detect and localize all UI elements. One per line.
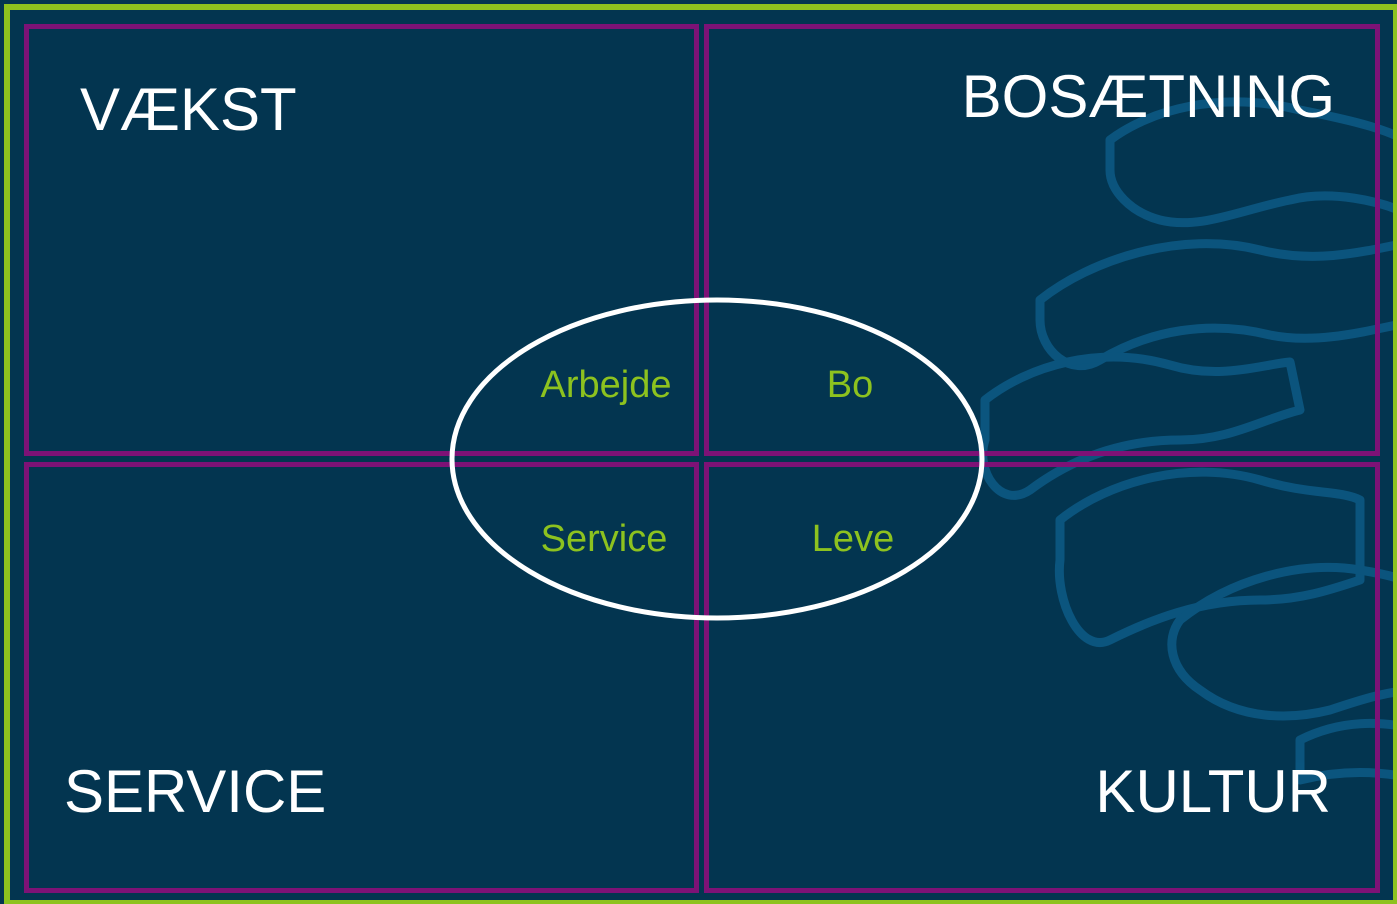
quadrant-top-left — [24, 24, 699, 456]
center-label-leve: Leve — [811, 518, 895, 560]
quadrant-label-kultur: KULTUR — [1095, 758, 1331, 825]
quadrant-bottom-left — [24, 462, 699, 893]
quadrant-label-bosaetning: BOSÆTNING — [961, 63, 1335, 130]
center-label-service: Service — [540, 518, 668, 560]
quadrant-bottom-right — [704, 462, 1380, 893]
quadrant-label-service: SERVICE — [64, 758, 327, 825]
center-label-bo: Bo — [826, 364, 874, 406]
center-label-arbejde: Arbejde — [540, 364, 672, 406]
quadrant-label-vaekst: VÆKST — [80, 76, 297, 143]
outer-frame — [4, 4, 1397, 904]
quadrant-top-right — [704, 24, 1380, 456]
